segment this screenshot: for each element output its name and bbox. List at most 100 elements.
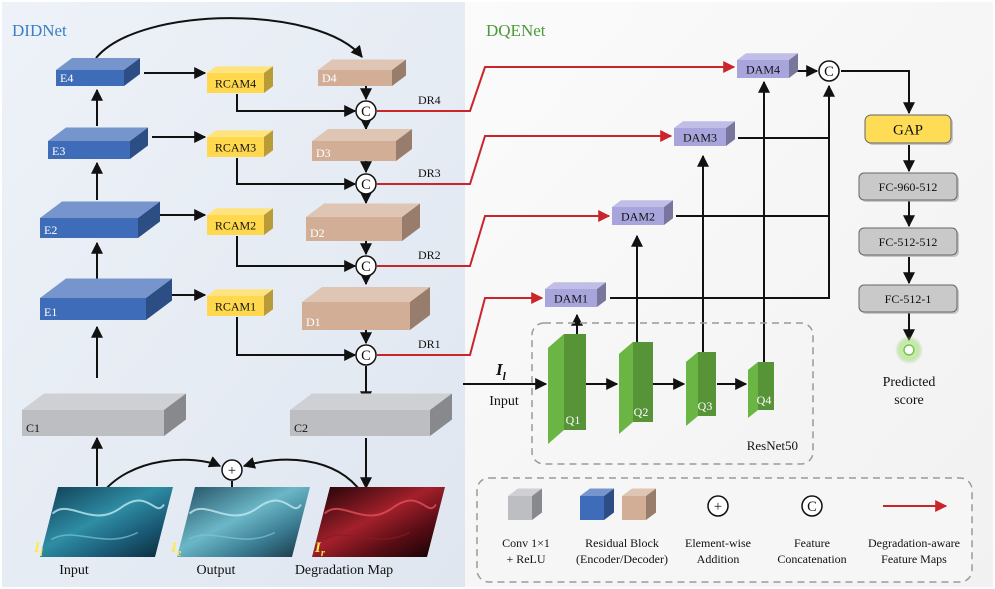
predicted-score-node — [895, 336, 923, 364]
dam-block-1: DAM1 — [545, 282, 606, 307]
dr-label-1: DR1 — [418, 337, 441, 351]
addition-node-symbol: + — [228, 463, 236, 479]
legend-concat-text-line1: Feature — [794, 536, 830, 550]
legend-conv-text-line2: + ReLU — [506, 552, 545, 566]
rcam-block-1-label: RCAM1 — [215, 299, 256, 313]
concat-node-dqenet: C — [818, 60, 840, 82]
dqenet-input-symbol: Il — [495, 360, 507, 383]
concat-node-4-symbol: C — [361, 104, 371, 120]
rcam-block-1: RCAM1 — [207, 289, 273, 316]
legend-conv-icon — [508, 488, 542, 520]
resnet50-label: ResNet50 — [747, 438, 798, 453]
dam-block-1-label: DAM1 — [554, 291, 588, 305]
conv-block-c1: C1 — [22, 393, 186, 436]
concat-node-1: C — [355, 344, 377, 366]
dam-block-3: DAM3 — [674, 121, 735, 146]
legend-box — [476, 477, 973, 583]
legend-encoder-icon — [580, 488, 614, 520]
conv-block-c1-label: C1 — [26, 421, 40, 435]
fc-layer-3: FC-512-1 — [858, 284, 959, 314]
fc-layer-2-label: FC-512-512 — [879, 235, 938, 249]
conv-block-c2: C2 — [290, 393, 452, 436]
output-image-symbol: Ie — [170, 540, 182, 559]
resnet-stage-q2: Q2 — [619, 342, 653, 434]
legend-addition-text-line1: Element-wise — [685, 536, 751, 550]
degradation-image-symbol: Ir — [314, 540, 326, 559]
encoder-block-e2-label: E2 — [44, 223, 57, 237]
dam-block-3-label: DAM3 — [683, 130, 717, 144]
legend-addition-icon-symbol: + — [714, 499, 722, 515]
decoder-block-d4: D4 — [318, 59, 406, 86]
resnet-stage-q3-label: Q3 — [698, 399, 713, 413]
decoder-block-d3: D3 — [312, 129, 412, 161]
input-image — [40, 487, 173, 557]
gap-layer-label: GAP — [893, 122, 923, 138]
encoder-block-e3-label: E3 — [52, 144, 65, 158]
degradation-map-image — [312, 487, 445, 557]
legend-concat-icon-symbol: C — [807, 499, 817, 515]
encoder-block-e3: E3 — [48, 127, 148, 159]
didnet-title: DIDNet — [12, 21, 67, 40]
dam-block-2-label: DAM2 — [621, 209, 655, 223]
encoder-block-e1: E1 — [40, 278, 172, 320]
legend-residual-text-line1: Residual Block — [585, 536, 659, 550]
resnet-stage-q1-label: Q1 — [566, 413, 581, 427]
resnet-stage-q3: Q3 — [686, 352, 716, 426]
fc-layer-1: FC-960-512 — [858, 172, 959, 202]
concat-node-1-symbol: C — [361, 348, 371, 364]
rcam-block-4-label: RCAM4 — [215, 76, 256, 90]
dam-block-2: DAM2 — [612, 200, 673, 225]
rcam-block-2-label: RCAM2 — [215, 218, 256, 232]
legend-degradation-text-line1: Degradation-aware — [868, 536, 960, 550]
rcam-block-4: RCAM4 — [207, 66, 273, 93]
output-image — [177, 487, 310, 557]
fc-layer-2: FC-512-512 — [858, 227, 959, 257]
legend-addition-icon: + — [707, 495, 729, 517]
concat-node-3-symbol: C — [361, 177, 371, 193]
decoder-block-d1-label: D1 — [306, 315, 321, 329]
rcam-block-3-label: RCAM3 — [215, 140, 256, 154]
legend-addition-text-line2: Addition — [697, 552, 740, 566]
legend-residual-text-line2: (Encoder/Decoder) — [576, 552, 668, 566]
dr-label-3: DR3 — [418, 166, 441, 180]
legend-concat-text-line2: Concatenation — [777, 552, 846, 566]
rcam-block-3: RCAM3 — [207, 130, 273, 157]
legend-concat-icon: C — [801, 495, 823, 517]
predicted-score-line1: Predicted — [883, 375, 936, 390]
resnet-stage-q2-label: Q2 — [634, 405, 649, 419]
conv-block-c2-label: C2 — [294, 421, 308, 435]
concat-node-dqenet-symbol: C — [824, 64, 834, 80]
encoder-block-e2: E2 — [40, 201, 160, 238]
rcam-block-2: RCAM2 — [207, 208, 273, 235]
resnet-stage-q1: Q1 — [548, 334, 586, 444]
predicted-score-line2: score — [894, 393, 924, 408]
input-image-symbol: Il — [33, 540, 43, 559]
decoder-block-d1: D1 — [302, 287, 430, 330]
fc-layer-1-label: FC-960-512 — [879, 180, 938, 194]
dam-block-4: DAM4 — [737, 53, 798, 78]
dqenet-input-label: Input — [489, 394, 519, 409]
legend-degradation-text-line2: Feature Maps — [881, 552, 947, 566]
resnet50-group — [531, 322, 814, 465]
concat-node-4: C — [355, 100, 377, 122]
dqenet-title: DQENet — [486, 21, 546, 40]
concat-node-2: C — [355, 255, 377, 277]
decoder-block-d3-label: D3 — [316, 146, 331, 160]
decoder-block-d2-label: D2 — [310, 226, 325, 240]
fc-layer-3-label: FC-512-1 — [885, 292, 932, 306]
addition-node: + — [221, 459, 243, 481]
resnet-stage-q4: Q4 — [748, 362, 774, 418]
legend-decoder-icon — [622, 488, 656, 520]
input-caption: Input — [59, 563, 89, 578]
encoder-block-e4: E4 — [56, 58, 140, 86]
resnet-stage-q4-label: Q4 — [757, 393, 772, 407]
degradation-caption: Degradation Map — [295, 563, 393, 578]
concat-node-3: C — [355, 173, 377, 195]
decoder-block-d2: D2 — [306, 203, 420, 241]
gap-layer: GAP — [864, 114, 953, 145]
dam-block-4-label: DAM4 — [746, 62, 780, 76]
dr-label-4: DR4 — [418, 93, 441, 107]
